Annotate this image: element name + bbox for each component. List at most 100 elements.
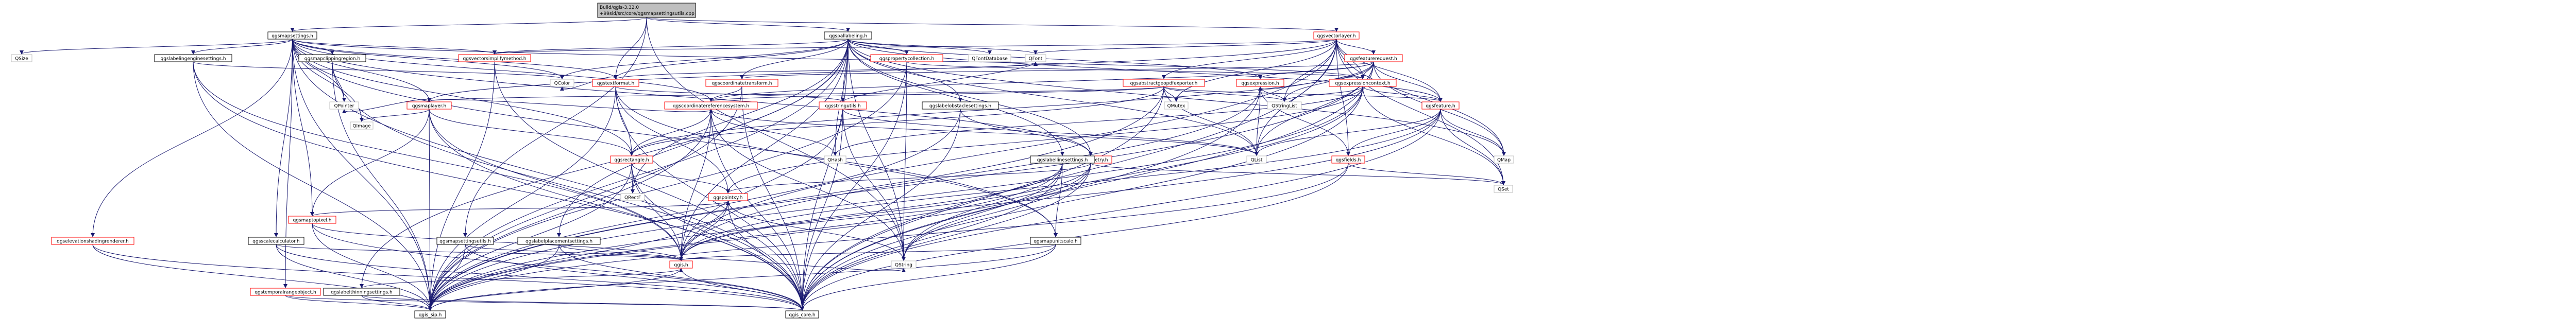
- node-qgscoordinatetransform[interactable]: qgscoordinatetransform.h: [705, 79, 778, 87]
- node-qgis_core[interactable]: qgis_core.h: [785, 310, 819, 319]
- edge-qgsmapsettings-to-qgsmaptopixel: [292, 39, 314, 216]
- node-box: [154, 54, 232, 62]
- edge-line: [800, 109, 961, 311]
- node-qgsmapsettings[interactable]: qgsmapsettings.h: [267, 31, 317, 40]
- node-qgslabelingenginesettings[interactable]: qgslabelingenginesettings.h: [154, 54, 232, 62]
- node-qgstemporalrangeobject[interactable]: qgstemporalrangeobject.h: [250, 288, 321, 296]
- node-qgslabellinesettings[interactable]: qgslabellinesettings.h: [1030, 155, 1095, 164]
- node-qgsfeature[interactable]: qgsfeature.h: [1421, 101, 1460, 110]
- edge-qgsstringutils-to-QFont: [842, 62, 1038, 102]
- node-box: [517, 237, 601, 245]
- edge-line: [276, 244, 432, 311]
- edge-qgsabstractgeopdfexporter-to-qgsmaplayer: [427, 86, 1164, 102]
- edge-qgsfeaturerequest-to-qgscoordinatetransform: [740, 61, 1374, 79]
- edge-line: [741, 86, 804, 311]
- edge-qgsmapclippingregion-to-QPointer: [332, 61, 346, 102]
- edge-line: [360, 39, 849, 288]
- node-qgsexpression[interactable]: qgsexpression.h: [1236, 79, 1284, 87]
- node-box: [323, 288, 400, 296]
- edge-line: [646, 17, 1338, 32]
- node-qgselevationshadingrenderer[interactable]: qgselevationshadingrenderer.h: [51, 237, 134, 245]
- edge-line: [615, 62, 1038, 80]
- edge-line: [285, 295, 804, 311]
- edge-qgsscalecalculator-to-qgis: [276, 244, 683, 261]
- edge-line: [1033, 39, 1337, 55]
- edge-qgsfeature-to-QMap: [1440, 109, 1506, 156]
- node-qgsabstractgeopdfexporter[interactable]: qgsabstractgeopdfexporter.h: [1123, 79, 1205, 87]
- edge-line: [842, 62, 1038, 102]
- edge-qgslabelingenginesettings-to-qgis_core: [193, 61, 804, 311]
- node-qgsstringutils[interactable]: qgsstringutils.h: [819, 101, 867, 110]
- edge-line: [800, 109, 843, 311]
- node-qgsfields[interactable]: qgsfields.h: [1331, 155, 1365, 164]
- node-label: qgsexpressioncontext.h: [1335, 81, 1390, 86]
- edge-line: [681, 268, 804, 311]
- node-label: qgsmaplayer.h: [412, 104, 446, 109]
- edge-qgselevationshadingrenderer-to-qgis_sip: [92, 244, 432, 311]
- node-qgsmaptopixel[interactable]: qgsmaptopixel.h: [288, 216, 336, 224]
- edge-qgsproperty-to-qgis_sip: [428, 61, 907, 311]
- node-qgslabelplacementsettings[interactable]: qgslabelplacementsettings.h: [517, 237, 601, 245]
- node-root[interactable]: Build/qgis-3.32.0+99sid/src/core/qgsmaps…: [597, 3, 696, 18]
- edge-line: [833, 86, 1363, 156]
- node-qgstextformat[interactable]: qgstextformat.h: [592, 79, 639, 87]
- edge-line: [1348, 163, 1505, 185]
- node-qgsvectorsimplifymethod[interactable]: qgsvectorsimplifymethod.h: [458, 54, 531, 62]
- node-box: [1494, 185, 1513, 193]
- edge-line: [361, 295, 804, 311]
- edge-line: [710, 109, 837, 156]
- node-qgsexpressioncontext[interactable]: qgsexpressioncontext.h: [1329, 79, 1397, 87]
- node-box: [1494, 155, 1514, 164]
- node-qgsproperty[interactable]: qgspropertycollection.h: [870, 54, 943, 62]
- node-qgslabelthinningsettings[interactable]: qgslabelthinningsettings.h: [323, 288, 400, 296]
- node-label: QMutex: [1167, 104, 1185, 109]
- node-label: QColor: [554, 81, 570, 86]
- edge-qgsmapsettings-to-qgslabelingenginesettings: [191, 39, 293, 55]
- edge-line: [428, 61, 495, 311]
- node-box: [1331, 155, 1365, 164]
- node-qgis_sip[interactable]: qgis_sip.h: [414, 310, 446, 319]
- edge-line: [740, 39, 849, 79]
- edge-line: [679, 109, 843, 261]
- node-qgsmapclippingregion[interactable]: qgsmapclippingregion.h: [298, 54, 366, 62]
- edge-qgsabstractgeopdfexporter-to-QList: [1163, 86, 1259, 156]
- node-qgsfeaturerequest[interactable]: qgsfeaturerequest.h: [1344, 54, 1403, 62]
- edge-qgspallabeling-to-qgstextformat: [614, 39, 849, 79]
- edge-line: [292, 39, 564, 79]
- edge-qgsscalecalculator-to-qgis_sip: [276, 244, 432, 311]
- node-qgis[interactable]: qgis.h: [669, 260, 693, 269]
- edge-line: [848, 39, 1064, 156]
- edge-line: [615, 86, 845, 102]
- node-qgsmapsettingsutils[interactable]: qgsmapsettingsutils.h: [436, 237, 494, 245]
- node-qgspointxy[interactable]: qgspointxy.h: [708, 193, 748, 201]
- node-qgsvectorlayer[interactable]: qgsvectorlayer.h: [1313, 31, 1360, 40]
- edge-line: [1174, 39, 1337, 102]
- edge-line: [292, 39, 713, 102]
- node-qgsmapunitscale[interactable]: qgsmapunitscale.h: [1030, 237, 1081, 245]
- node-qgsscalecalculator[interactable]: qgsscalecalculator.h: [248, 237, 304, 245]
- node-box: [329, 101, 359, 110]
- node-qgsrectangle[interactable]: qgsrectangle.h: [610, 155, 653, 164]
- node-box: [785, 310, 819, 319]
- edge-line: [646, 17, 850, 32]
- edge-line: [710, 109, 1259, 156]
- edge-line: [679, 109, 711, 261]
- edge-qgslabellinesettings-to-QString: [902, 163, 1063, 261]
- edge-line: [428, 86, 616, 311]
- node-qgspallabeling[interactable]: qgspallabeling.h: [824, 31, 872, 40]
- edge-line: [429, 109, 804, 311]
- edge-line: [1336, 39, 1376, 55]
- node-qgslabelobstaclesettings[interactable]: qgslabelobstaclesettings.h: [922, 101, 999, 110]
- edge-qgspallabeling-to-qgsexpression: [848, 39, 1262, 79]
- edge-qgspallabeling-to-QRectF: [631, 39, 849, 194]
- edge-qgsexpressioncontext-to-qgis_core: [800, 86, 1363, 311]
- edge-qgsmapunitscale-to-qgis: [679, 244, 1056, 261]
- node-qgscoordinatereferencesystem[interactable]: qgscoordinatereferencesystem.h: [664, 101, 758, 110]
- edge-line: [428, 86, 1363, 311]
- edge-line: [681, 258, 906, 273]
- edge-qgsstringutils-to-QString: [842, 109, 906, 261]
- edge-qgscoordinatereferencesystem-to-QList: [710, 109, 1259, 156]
- edge-qgslabelthinningsettings-to-qgis: [361, 268, 683, 289]
- edge-line: [276, 244, 804, 311]
- node-qgsmaplayerrenderer[interactable]: qgsmaplayer.h: [406, 101, 452, 110]
